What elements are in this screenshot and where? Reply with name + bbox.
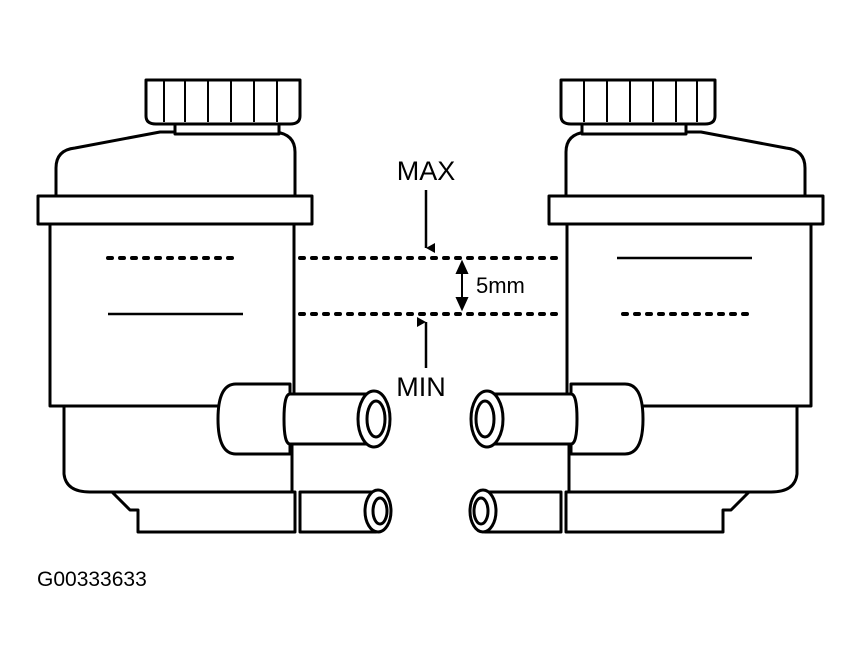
right-reservoir-main-body: [565, 222, 813, 408]
left-upper-port-pipe: [282, 392, 374, 446]
right-reservoir: [468, 78, 825, 534]
left-reservoir: [36, 78, 393, 534]
max-label: MAX: [397, 156, 456, 186]
left-reservoir-base: [110, 490, 297, 534]
right-reservoir-base: [564, 490, 751, 534]
figure-code: G00333633: [37, 568, 147, 591]
left-cap-ridges: [163, 80, 278, 122]
left-upper-port-boss: [216, 382, 292, 456]
left-upper-port-opening: [365, 399, 387, 439]
gap-dimension: [455, 259, 469, 312]
right-reservoir-collar: [547, 194, 825, 226]
gap-label: 5mm: [476, 273, 525, 298]
right-upper-port-boss: [569, 382, 645, 456]
left-reservoir-shoulder: [54, 130, 297, 198]
right-lower-port-opening: [472, 496, 490, 526]
left-reservoir-collar: [36, 194, 314, 226]
right-cap-ridges: [583, 80, 698, 122]
right-upper-port-pipe: [487, 392, 579, 446]
right-reservoir-shoulder: [564, 130, 807, 198]
right-upper-port-opening: [474, 399, 496, 439]
min-label: MIN: [396, 372, 446, 402]
left-lower-port-opening: [371, 496, 389, 526]
